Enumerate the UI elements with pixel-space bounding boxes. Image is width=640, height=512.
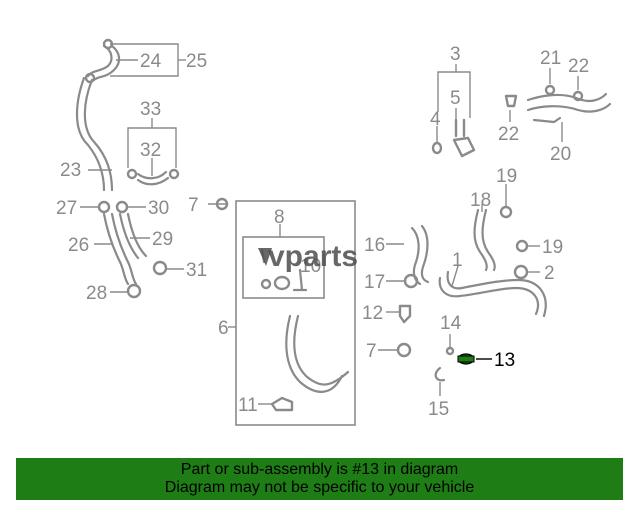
label-3: 3 [450, 44, 461, 65]
part-13-highlight [457, 353, 475, 365]
label-14: 14 [440, 313, 462, 334]
left-leader-lines [80, 43, 186, 293]
part-labels: 24 25 33 32 23 27 30 26 29 28 31 7 8 10 … [56, 44, 589, 420]
label-15: 15 [428, 399, 449, 420]
label-32: 32 [140, 140, 161, 161]
label-31: 31 [186, 260, 207, 281]
assembly-box-8 [242, 236, 325, 299]
label-26: 26 [68, 235, 89, 256]
label-7-bottom: 7 [366, 341, 377, 362]
label-28: 28 [86, 283, 107, 304]
label-7-top: 7 [188, 195, 199, 216]
notice-line-2: Diagram may not be specific to your vehi… [164, 479, 475, 496]
middle-right-leader-lines [378, 243, 404, 351]
label-24: 24 [140, 51, 162, 72]
center-leader-lines [208, 197, 281, 405]
middle-right-parts [396, 224, 430, 358]
label-8: 8 [274, 207, 285, 228]
watermark-mark-icon [258, 248, 272, 266]
label-22-bottom: 22 [498, 124, 519, 145]
label-2: 2 [544, 263, 555, 284]
right-parts [434, 205, 547, 382]
label-27: 27 [56, 198, 77, 219]
label-21: 21 [540, 48, 561, 69]
upper-right-leader-lines [436, 64, 579, 142]
upper-right-parts [431, 84, 612, 158]
label-16: 16 [364, 235, 385, 256]
label-20: 20 [550, 144, 571, 165]
label-10: 10 [300, 256, 321, 277]
label-25: 25 [186, 51, 207, 72]
label-30: 30 [148, 198, 169, 219]
label-19-bottom: 19 [542, 237, 563, 258]
label-11: 11 [238, 395, 258, 416]
assembly-box-6 [235, 200, 356, 426]
notice-line-1: Part or sub-assembly is #13 in diagram [180, 461, 459, 478]
watermark-text: vparts [268, 240, 358, 273]
parts-diagram: 24 25 33 32 23 27 30 26 29 28 31 7 8 10 … [56, 38, 612, 426]
label-19-top: 19 [496, 166, 517, 187]
label-6: 6 [218, 318, 229, 339]
watermark-logo: vparts [258, 240, 358, 273]
label-17: 17 [364, 272, 385, 293]
label-13: 13 [494, 350, 515, 371]
label-5: 5 [450, 88, 461, 109]
label-18: 18 [470, 190, 491, 211]
left-hose-group [76, 38, 180, 299]
label-33: 33 [140, 99, 161, 120]
label-1: 1 [452, 250, 463, 271]
right-leader-lines [439, 184, 540, 396]
label-22-top: 22 [568, 56, 589, 77]
label-29: 29 [152, 229, 173, 250]
part-notice-banner: Part or sub-assembly is #13 in diagram D… [16, 458, 623, 500]
label-23: 23 [60, 160, 81, 181]
label-12: 12 [362, 303, 383, 324]
label-4: 4 [430, 109, 441, 130]
